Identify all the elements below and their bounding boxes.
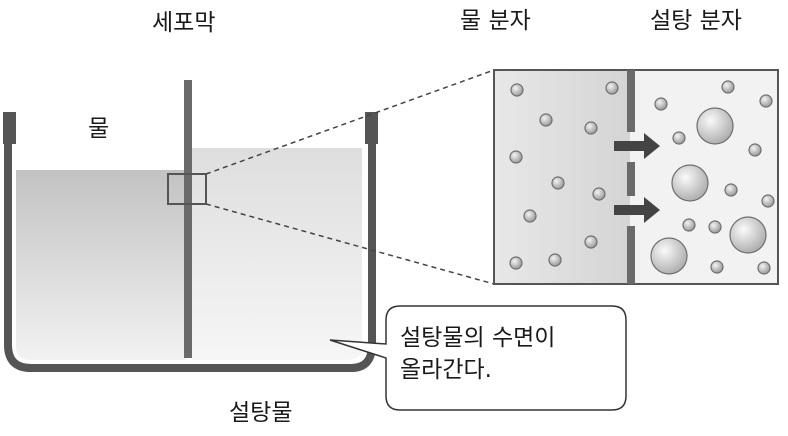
flow-arrow-bottom — [614, 197, 660, 223]
membrane — [184, 80, 192, 358]
sugar-water-label: 설탕물 — [229, 400, 293, 426]
flow-arrow-top — [614, 133, 660, 159]
water-molecule — [509, 256, 523, 270]
sugar-molecule — [696, 107, 734, 145]
water-molecule — [584, 235, 598, 249]
water-molecule — [510, 83, 524, 97]
zoom-source-box — [167, 173, 207, 205]
callout-bubble — [329, 305, 627, 411]
water-label: 물 — [88, 116, 110, 142]
water-molecule — [748, 143, 762, 157]
water-molecule — [548, 253, 562, 267]
zoom-line-top — [205, 69, 495, 175]
water-molecule — [509, 150, 523, 164]
magnified-view — [493, 69, 779, 285]
water-molecule — [682, 218, 696, 232]
water-molecule — [761, 194, 775, 208]
water-molecule — [710, 260, 724, 274]
sugar-molecule — [650, 237, 688, 275]
membrane-label: 세포막 — [152, 10, 216, 36]
water-molecule — [539, 113, 553, 127]
water-molecules — [509, 80, 775, 275]
water-molecule-label: 물 분자 — [460, 8, 531, 34]
water-molecule — [605, 81, 619, 95]
sugar-molecule — [671, 164, 709, 202]
container — [3, 80, 378, 372]
water-region — [16, 170, 186, 360]
sugar-molecule-label: 설탕 분자 — [650, 8, 742, 34]
water-molecule — [759, 94, 773, 108]
water-molecule — [592, 187, 606, 201]
callout-text: 설탕물의 수면이 올라간다. — [400, 322, 620, 386]
zoom-line-bottom — [205, 203, 495, 285]
sugar-molecules — [650, 107, 767, 275]
callout-line-1: 설탕물의 수면이 — [400, 325, 556, 351]
sugar-molecule — [729, 216, 767, 254]
water-molecule — [708, 220, 722, 234]
water-molecule — [672, 131, 686, 145]
water-molecule — [584, 121, 598, 135]
water-molecule — [724, 183, 738, 197]
water-molecule — [721, 80, 735, 94]
water-molecule — [551, 176, 565, 190]
water-molecule — [523, 209, 537, 223]
container-wall — [4, 115, 376, 372]
water-molecule — [654, 97, 668, 111]
sugar-water-region — [192, 148, 362, 360]
water-molecule — [757, 261, 771, 275]
membrane-with-pores — [627, 70, 635, 284]
callout-line-2: 올라간다. — [400, 357, 492, 383]
